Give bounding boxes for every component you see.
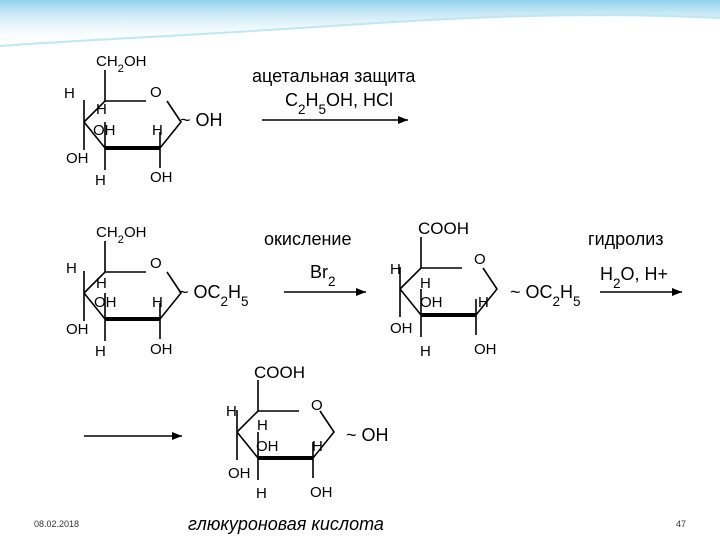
c1-substituent: ~ OC2H5 bbox=[178, 282, 249, 309]
header-stripe bbox=[0, 14, 720, 47]
c4-oh: OH bbox=[93, 122, 116, 139]
substituent-bonds bbox=[236, 380, 314, 480]
arrow-step-1 bbox=[262, 116, 408, 124]
step-oxidation-reagent: Br2 bbox=[310, 262, 336, 289]
substituent-bonds bbox=[83, 70, 161, 170]
c4-h: H bbox=[96, 101, 107, 118]
c2-oh: OH bbox=[474, 341, 497, 358]
c2-h: H bbox=[478, 294, 489, 311]
c5-oh: OH bbox=[390, 320, 413, 337]
slide-page-number: 47 bbox=[676, 519, 687, 529]
c3-h: H bbox=[95, 343, 106, 360]
c5-oh: OH bbox=[66, 321, 89, 338]
c2-h: H bbox=[152, 122, 163, 139]
step-oxidation-title: окисление bbox=[264, 229, 351, 249]
c4-h: H bbox=[257, 417, 268, 434]
substituent-bonds bbox=[83, 241, 161, 341]
c4-oh: OH bbox=[94, 294, 117, 311]
arrow-step-3 bbox=[600, 288, 682, 296]
group-top: CH2OH bbox=[96, 224, 146, 246]
c1-substituent: ~ OH bbox=[346, 425, 389, 445]
c4-h: H bbox=[96, 275, 107, 292]
group-top: COOH bbox=[254, 363, 305, 382]
c1-substituent: ~ OH bbox=[180, 110, 223, 130]
c2-oh: OH bbox=[310, 484, 333, 501]
c5-h: H bbox=[226, 403, 237, 420]
c5-h: H bbox=[66, 260, 77, 277]
molecule-glucose: CH2OH O ~ OH H H OH H OH H OH bbox=[64, 53, 223, 189]
c5-h: H bbox=[390, 261, 401, 278]
molecule-glucuronic-acid: COOH O ~ OH H H OH H OH H OH bbox=[226, 363, 389, 502]
group-top: COOH bbox=[418, 219, 469, 238]
c4-oh: OH bbox=[420, 294, 443, 311]
arrow-continuation bbox=[84, 432, 182, 440]
ring-oxygen: O bbox=[150, 255, 162, 272]
c1-substituent: ~ OC2H5 bbox=[510, 282, 581, 309]
product-caption: глюкуроновая кислота bbox=[188, 514, 384, 534]
c2-oh: OH bbox=[150, 341, 173, 358]
molecule-ethyl-glucoside: CH2OH O ~ OC2H5 H H OH H OH H OH bbox=[66, 224, 249, 360]
ring-oxygen: O bbox=[311, 397, 323, 414]
c3-h: H bbox=[420, 343, 431, 360]
c5-oh: OH bbox=[66, 150, 89, 167]
step-hydrolysis-reagent: H2O, H+ bbox=[600, 264, 668, 291]
c3-h: H bbox=[256, 485, 267, 502]
slide-date: 08.02.2018 bbox=[34, 519, 80, 529]
step-hydrolysis-title: гидролиз bbox=[588, 229, 664, 249]
c5-oh: OH bbox=[228, 465, 251, 482]
c2-h: H bbox=[152, 294, 163, 311]
c4-oh: OH bbox=[256, 438, 279, 455]
c4-h: H bbox=[420, 275, 431, 292]
c3-h: H bbox=[95, 172, 106, 189]
c5-h: H bbox=[64, 85, 75, 102]
arrow-step-2 bbox=[284, 288, 366, 296]
step-acetal-reagent: C2H5OH, HCl bbox=[285, 90, 393, 117]
group-top: CH2OH bbox=[96, 53, 146, 75]
step-acetal-title: ацетальная защита bbox=[252, 66, 416, 86]
c2-h: H bbox=[312, 438, 323, 455]
c2-oh: OH bbox=[150, 169, 173, 186]
substituent-bonds bbox=[399, 237, 477, 337]
molecule-ethyl-glucuronide: COOH O ~ OC2H5 H H OH H OH H OH bbox=[390, 219, 581, 360]
ring-oxygen: O bbox=[150, 84, 162, 101]
ring-oxygen: O bbox=[474, 251, 486, 268]
